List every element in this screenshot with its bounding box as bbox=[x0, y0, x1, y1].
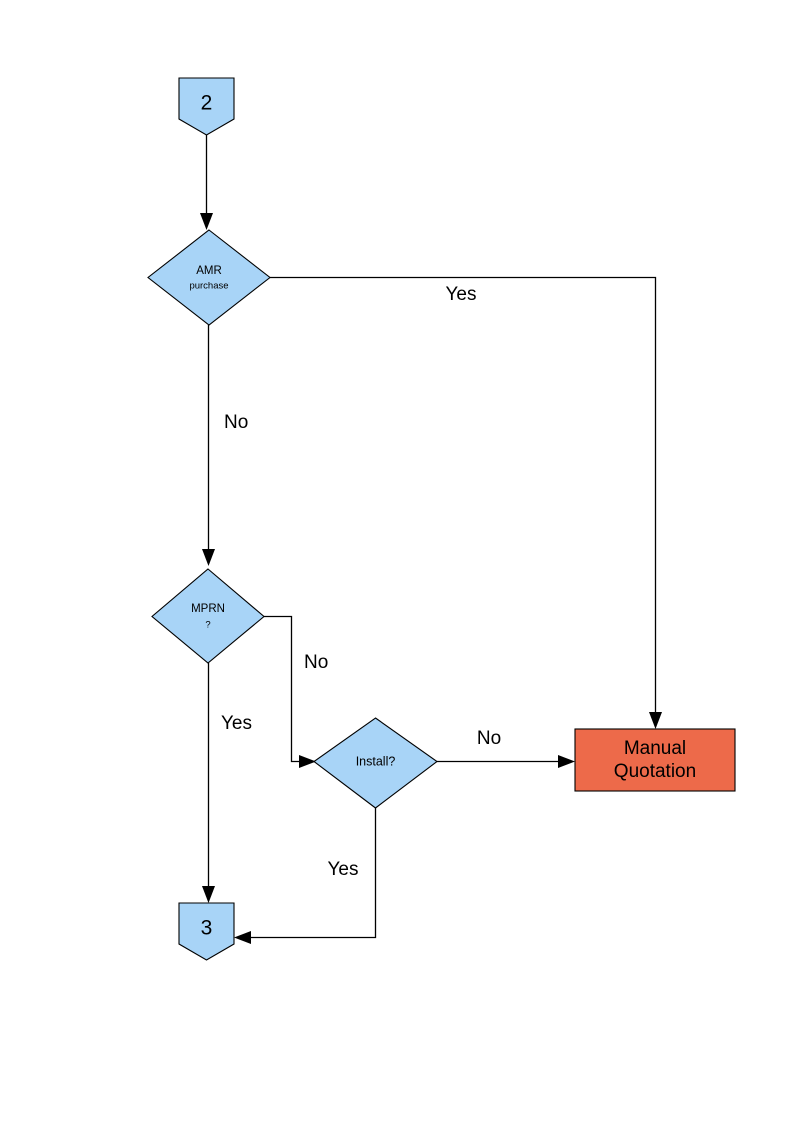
node-label-mprn-line2: ? bbox=[205, 620, 210, 631]
node-label-amr-line1: AMR bbox=[196, 265, 222, 277]
edge-install-no-to-manual: No bbox=[437, 728, 575, 768]
edge-line bbox=[270, 276, 657, 714]
edge-label-mprn-yes: Yes bbox=[221, 713, 252, 734]
node-label-mprn-line1: MPRN bbox=[191, 603, 225, 615]
node-manual-quotation[interactable]: Manual Quotation bbox=[574, 728, 736, 792]
arrowhead-icon bbox=[200, 213, 213, 230]
pentagon-connector-shape bbox=[178, 902, 235, 961]
node-label-start: 2 bbox=[201, 92, 213, 115]
edge-line bbox=[248, 808, 377, 939]
arrowhead-icon bbox=[649, 712, 662, 729]
edge-amr-no-to-mprn: No bbox=[202, 325, 248, 566]
node-label-amr-line2: purchase bbox=[189, 281, 228, 292]
node-label-end: 3 bbox=[201, 917, 213, 940]
diamond-shape bbox=[313, 717, 438, 809]
arrowhead-icon bbox=[202, 549, 215, 566]
edge-label-install-no: No bbox=[477, 728, 501, 749]
node-mprn-decision[interactable]: MPRN ? bbox=[151, 568, 265, 664]
edge-mprn-no-to-install: No bbox=[264, 615, 328, 768]
edge-start-to-amr bbox=[200, 135, 213, 230]
process-box-shape bbox=[574, 728, 736, 792]
edge-label-mprn-no: No bbox=[304, 652, 328, 673]
arrowhead-icon bbox=[234, 931, 251, 944]
node-amr-decision[interactable]: AMR purchase bbox=[147, 229, 271, 326]
edge-label-install-yes: Yes bbox=[328, 859, 359, 880]
node-start-connector[interactable]: 2 bbox=[178, 77, 235, 136]
node-install-decision[interactable]: Install? bbox=[313, 717, 438, 809]
arrowhead-icon bbox=[202, 886, 215, 903]
node-label-manual-line2: Quotation bbox=[614, 761, 696, 782]
edge-label-amr-yes: Yes bbox=[446, 284, 477, 305]
node-label-install: Install? bbox=[356, 754, 396, 768]
node-end-connector[interactable]: 3 bbox=[178, 902, 235, 961]
edge-install-yes-to-end: Yes bbox=[234, 808, 377, 944]
edge-label-amr-no: No bbox=[224, 412, 248, 433]
pentagon-connector-shape bbox=[178, 77, 235, 136]
node-label-manual-line1: Manual bbox=[624, 738, 686, 759]
arrowhead-icon bbox=[299, 755, 316, 768]
arrowhead-icon bbox=[558, 755, 575, 768]
edge-mprn-yes-to-end: Yes bbox=[202, 663, 252, 903]
diamond-shape bbox=[151, 568, 265, 664]
diamond-shape bbox=[147, 229, 271, 326]
edge-amr-yes-to-manual: Yes bbox=[270, 276, 662, 729]
edge-line bbox=[264, 615, 302, 763]
